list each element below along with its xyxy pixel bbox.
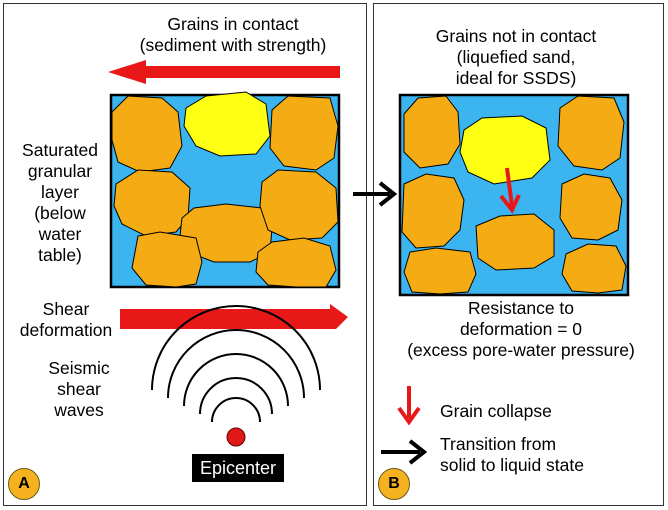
legend-transition-label: Transition from solid to liquid state xyxy=(440,434,584,475)
panel-b-badge: B xyxy=(378,468,410,500)
epicenter-label: Epicenter xyxy=(192,454,284,482)
panel-a-top-label: Grains in contact (sediment with strengt… xyxy=(139,14,327,55)
legend-collapse-label: Grain collapse xyxy=(440,401,552,421)
panel-a-seismic-label: Seismic shear waves xyxy=(48,358,110,420)
panel-a-shear-label: Shear deformation xyxy=(19,299,113,340)
panel-b-resistance-label: Resistance to deformation = 0 (excess po… xyxy=(407,298,635,360)
panel-a-badge: A xyxy=(8,468,40,500)
panel-a-side-label: Saturated granular layer (below water ta… xyxy=(22,140,98,265)
panel-b-top-label: Grains not in contact (liquefied sand, i… xyxy=(435,26,597,88)
